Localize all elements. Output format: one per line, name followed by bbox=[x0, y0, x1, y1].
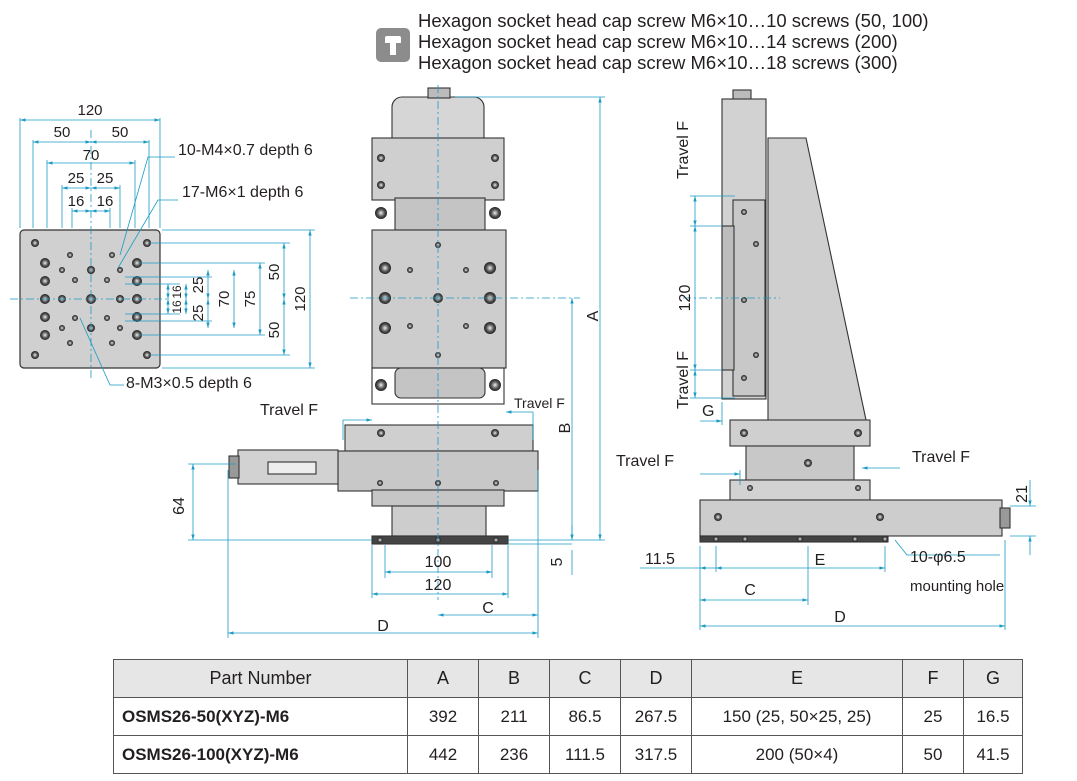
cell-g: 16.5 bbox=[963, 697, 1023, 736]
dim-a: A bbox=[585, 310, 602, 321]
side-x-stage bbox=[699, 499, 1003, 537]
dim-70-width: 70 bbox=[83, 147, 100, 164]
dim-16-left: 16 bbox=[68, 193, 85, 210]
header-b: B bbox=[478, 659, 550, 698]
cell-c: 86.5 bbox=[549, 697, 621, 736]
screw-note-line-50-100: Hexagon socket head cap screw M6×10…10 s… bbox=[418, 10, 929, 31]
cell-b: 211 bbox=[478, 697, 550, 736]
dim-70-height: 70 bbox=[216, 291, 233, 308]
dim-64: 64 bbox=[171, 497, 188, 515]
travel-f-side-bottom: Travel F bbox=[675, 351, 692, 409]
dim-c-side: C bbox=[744, 582, 756, 599]
screw-note-line-200: Hexagon socket head cap screw M6×10…14 s… bbox=[418, 31, 898, 52]
dim-d-side: D bbox=[834, 609, 846, 626]
travel-f-front-left: Travel F bbox=[260, 402, 318, 419]
dim-50-left: 50 bbox=[54, 124, 71, 141]
callout-mounting-hole: mounting hole bbox=[910, 578, 1004, 595]
header-e: E bbox=[691, 659, 903, 698]
cell-d: 317.5 bbox=[620, 735, 692, 774]
cell-e: 200 (50×4) bbox=[691, 735, 903, 774]
dim-21: 21 bbox=[1014, 485, 1031, 503]
dim-25-lower: 25 bbox=[190, 305, 207, 322]
cell-b: 236 bbox=[478, 735, 550, 774]
callout-m3: 8-M3×0.5 depth 6 bbox=[126, 375, 252, 392]
header-a: A bbox=[407, 659, 479, 698]
dim-100: 100 bbox=[425, 554, 452, 571]
cell-e: 150 (25, 50×25, 25) bbox=[691, 697, 903, 736]
dim-50-right: 50 bbox=[112, 124, 129, 141]
dim-b: B bbox=[557, 423, 574, 434]
dim-11-5: 11.5 bbox=[645, 551, 675, 568]
header-part-number: Part Number bbox=[113, 659, 408, 698]
technical-drawing: 120 50 50 70 25 25 16 16 25 25 16 16 70 … bbox=[10, 85, 1036, 638]
cell-part-number: OSMS26-50(XYZ)-M6 bbox=[113, 697, 408, 736]
header-c: C bbox=[549, 659, 621, 698]
z-bracket bbox=[767, 137, 867, 421]
dim-c-front: C bbox=[482, 600, 494, 617]
travel-f-side-top: Travel F bbox=[675, 121, 692, 179]
callout-m4: 10-M4×0.7 depth 6 bbox=[178, 142, 313, 159]
callout-mounting-hole-size: 10-φ6.5 bbox=[910, 549, 966, 566]
cell-part-number: OSMS26-100(XYZ)-M6 bbox=[113, 735, 408, 774]
table-row: OSMS26-50(XYZ)-M6 392 211 86.5 267.5 150… bbox=[113, 697, 1023, 736]
dim-16-lower: 16 bbox=[170, 300, 184, 314]
dim-25-left: 25 bbox=[68, 170, 85, 187]
callout-m6: 17-M6×1 depth 6 bbox=[182, 184, 304, 201]
z-stage-bottom bbox=[394, 367, 486, 399]
dim-g: G bbox=[702, 403, 714, 420]
cell-a: 442 bbox=[407, 735, 479, 774]
z-stage-bracket bbox=[394, 197, 486, 231]
dim-120-width: 120 bbox=[77, 102, 102, 119]
screw-note-line-300: Hexagon socket head cap screw M6×10…18 s… bbox=[418, 52, 898, 73]
dim-120-side: 120 bbox=[677, 285, 694, 312]
table-row: OSMS26-100(XYZ)-M6 442 236 111.5 317.5 2… bbox=[113, 735, 1023, 774]
cell-f: 25 bbox=[902, 697, 964, 736]
dim-50-upper: 50 bbox=[266, 264, 283, 281]
header-g: G bbox=[963, 659, 1023, 698]
top-plate-holes bbox=[31, 239, 151, 359]
dim-d-front: D bbox=[377, 618, 389, 635]
dim-25-right: 25 bbox=[97, 170, 114, 187]
cell-a: 392 bbox=[407, 697, 479, 736]
side-y-stage bbox=[729, 419, 871, 447]
dim-25-upper: 25 bbox=[190, 277, 207, 294]
cell-d: 267.5 bbox=[620, 697, 692, 736]
cell-g: 41.5 bbox=[963, 735, 1023, 774]
travel-f-side-left: Travel F bbox=[616, 453, 674, 470]
dim-e: E bbox=[815, 552, 826, 569]
header-d: D bbox=[620, 659, 692, 698]
cell-c: 111.5 bbox=[549, 735, 621, 774]
side-view: Travel F 120 Travel F G Travel F Travel … bbox=[616, 89, 1036, 630]
front-view: A B Travel F Travel F 64 5 100 120 C D bbox=[171, 85, 605, 638]
travel-f-side-right: Travel F bbox=[912, 449, 970, 466]
cell-f: 50 bbox=[902, 735, 964, 774]
travel-f-front-right: Travel F bbox=[514, 395, 565, 411]
dim-120-front: 120 bbox=[425, 577, 452, 594]
dim-120-height: 120 bbox=[292, 286, 309, 311]
header-f: F bbox=[902, 659, 964, 698]
y-stage bbox=[344, 424, 534, 452]
dim-50-lower: 50 bbox=[266, 322, 283, 339]
dim-16-upper: 16 bbox=[170, 285, 184, 299]
screw-icon bbox=[376, 28, 410, 62]
dim-5: 5 bbox=[549, 557, 566, 566]
side-base bbox=[699, 535, 889, 543]
dim-16-right: 16 bbox=[97, 193, 114, 210]
table-header-row: Part Number A B C D E F G bbox=[113, 659, 1023, 698]
dim-75-height: 75 bbox=[242, 291, 259, 308]
spec-table: Part Number A B C D E F G OSMS26-50(XYZ)… bbox=[113, 659, 1023, 774]
top-view: 120 50 50 70 25 25 16 16 25 25 16 16 70 … bbox=[10, 102, 315, 392]
